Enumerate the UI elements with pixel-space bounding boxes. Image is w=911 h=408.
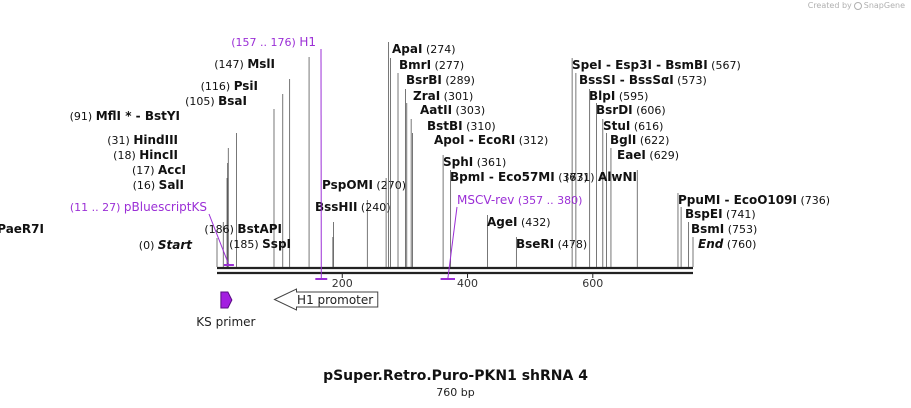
site-label: EaeI (629) [617, 148, 679, 162]
site-bsmi: BsmI (753) [688, 222, 757, 267]
site-label: (671) AlwNI [565, 170, 637, 184]
site-label: SpeI - Esp3I - BsmBI (567) [572, 58, 741, 72]
site-bsrbi: BsrBI (289) [397, 73, 475, 267]
site-label: (0) Start [139, 238, 193, 252]
sequence-length: 760 bp [436, 386, 475, 399]
sequence-name: pSuper.Retro.Puro-PKN1 shRNA 4 [323, 368, 588, 384]
ks-primer-shape [220, 291, 233, 309]
site-eaei: EaeI (629) [610, 148, 679, 267]
site-label: ZraI (301) [413, 89, 473, 103]
site-label: BstBI (310) [427, 119, 496, 133]
site-sali: (16) SalI [133, 178, 228, 267]
feature-label: MSCV-rev (357 .. 380) [457, 193, 582, 207]
site-aatii: AatII (303) [406, 103, 485, 267]
site-smli: (10) SmlI - XhoI - PaeR7I [0, 222, 224, 267]
site-label: (10) SmlI - XhoI - PaeR7I [0, 222, 44, 236]
site-hincii: (18) HincII [113, 148, 229, 267]
site-label: (147) MslI [214, 57, 275, 71]
site-pspomi: PspOMI (270) [322, 178, 406, 267]
site-bpmi: BpmI - Eco57MI (373) [450, 170, 588, 267]
snapgene-logo-icon [853, 1, 862, 10]
site-label: ApaI (274) [392, 42, 456, 56]
site-label: StuI (616) [603, 119, 663, 133]
feature-pbluescriptks: (11 .. 27) pBluescriptKS [70, 200, 234, 266]
site-end: End (760) [692, 237, 756, 267]
site-label: BlpI (595) [589, 89, 648, 103]
site-bspei: BspEI (741) [680, 207, 756, 267]
ruler-tick-label: 600 [582, 277, 603, 290]
h1-promoter-arrow: H1 promoter [273, 288, 379, 311]
site-bseri: BseRI (478) [515, 237, 587, 267]
site-label: BmrI (277) [399, 58, 464, 72]
site-zrai: ZraI (301) [405, 89, 473, 267]
feature-h1: (157 .. 176) H1 [231, 35, 328, 280]
h1-promoter-shape [273, 288, 379, 311]
site-label: (186) BstAPI [204, 222, 282, 236]
site-label: BsrBI (289) [406, 73, 475, 87]
site-hindiii: (31) HindIII [107, 133, 237, 267]
site-label: (185) SspI [229, 237, 291, 251]
site-label: SphI (361) [443, 155, 506, 169]
feature-line [447, 206, 458, 280]
site-start: (0) Start [139, 238, 218, 267]
ks-primer-label: KS primer [196, 315, 255, 329]
site-stui: StuI (616) [602, 119, 663, 267]
site-label: BglI (622) [610, 133, 669, 147]
site-bstapi: (186) BstAPI [204, 222, 334, 267]
site-ppumi: PpuMI - EcoO109I (736) [677, 193, 830, 267]
site-label: (116) PsiI [201, 79, 258, 93]
site-psii: (116) PsiI [201, 79, 291, 267]
site-label: ApoI - EcoRI (312) [434, 133, 548, 147]
site-apoi: ApoI - EcoRI (312) [412, 133, 548, 267]
feature-label: (11 .. 27) pBluescriptKS [70, 200, 207, 214]
feature-label: (157 .. 176) H1 [231, 35, 316, 49]
site-label: (31) HindIII [107, 133, 178, 147]
site-alwni: (671) AlwNI [565, 170, 638, 267]
site-label: BseRI (478) [516, 237, 587, 251]
feature-mscv-rev: MSCV-rev (357 .. 380) [440, 193, 582, 280]
credit-brand: SnapGene [863, 1, 905, 10]
site-label: BssHII (240) [315, 200, 390, 214]
site-bsrdi: BsrDI (606) [596, 103, 666, 267]
credit-text: Created by [807, 1, 852, 10]
site-label: AgeI (432) [487, 215, 551, 229]
site-label: PpuMI - EcoO109I (736) [678, 193, 830, 207]
h1-promoter-label: H1 promoter [297, 293, 373, 307]
ruler-tick-label: 400 [457, 277, 478, 290]
site-apai: ApaI (274) [388, 42, 456, 267]
site-msli: (147) MslI [214, 57, 310, 267]
ruler-tick-label: 200 [332, 277, 353, 290]
site-label: BsrDI (606) [596, 103, 666, 117]
feature-line [208, 213, 230, 266]
site-agei: AgeI (432) [487, 215, 551, 267]
site-label: BspEI (741) [685, 207, 756, 221]
site-label: (91) MflI * - BstYI [70, 109, 180, 123]
site-sspi: (185) SspI [229, 237, 334, 267]
site-label: (17) AccI [132, 163, 186, 177]
site-label: (16) SalI [133, 178, 184, 192]
site-label: (18) HincII [113, 148, 178, 162]
site-label: PspOMI (270) [322, 178, 406, 192]
site-label: AatII (303) [420, 103, 485, 117]
snapgene-credit: Created by SnapGene [808, 1, 905, 10]
site-bmri: BmrI (277) [390, 58, 464, 267]
site-bstbi: BstBI (310) [410, 119, 496, 267]
site-sphi: SphI (361) [442, 155, 506, 267]
site-acci: (17) AccI [132, 163, 229, 267]
site-spei: SpeI - Esp3I - BsmBI (567) [571, 58, 741, 267]
site-bsai: (105) BsaI [185, 94, 284, 267]
site-label: End (760) [698, 237, 756, 251]
site-label: BssSI - BssSαI (573) [579, 73, 707, 87]
site-blpi: BlpI (595) [589, 89, 648, 267]
site-label: BpmI - Eco57MI (373) [450, 170, 588, 184]
site-label: (105) BsaI [185, 94, 247, 108]
site-mfli: (91) MflI * - BstYI [70, 109, 275, 267]
site-bsssi: BssSI - BssSαI (573) [575, 73, 707, 267]
site-label: BsmI (753) [691, 222, 757, 236]
ks-primer-arrow: KS primer [196, 291, 256, 329]
site-bgli: BglI (622) [606, 133, 669, 267]
site-bsshii: BssHII (240) [315, 200, 390, 267]
